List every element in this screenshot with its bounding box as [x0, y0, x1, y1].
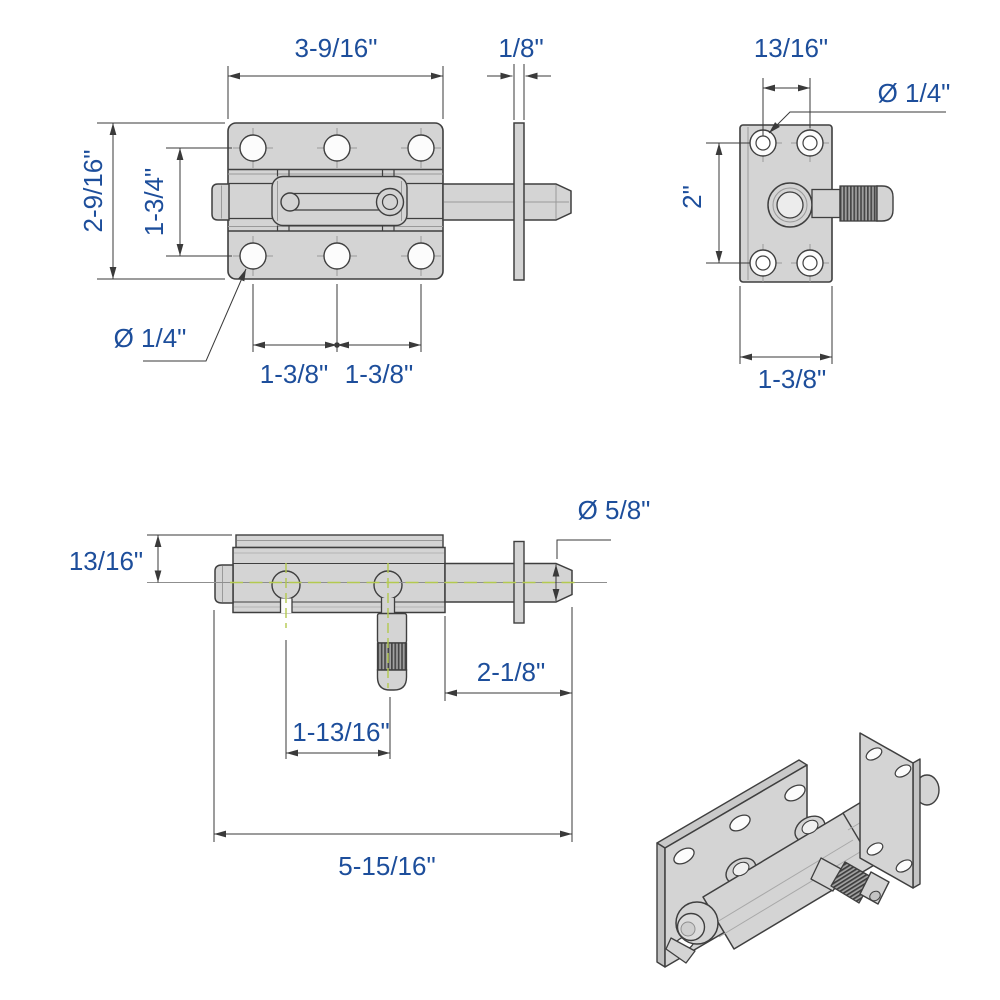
plate-edge-strip — [235, 534, 444, 549]
dim-front-height: 2-9/16" — [78, 150, 108, 233]
mounting-holes — [233, 128, 441, 276]
dim-notch-spacing: 1-13/16" — [292, 717, 389, 747]
bolt-boss — [767, 182, 813, 228]
top-view: 13/16" Ø 5/8" 2-1/8" 1-13/16" 5-15/16" — [69, 495, 651, 881]
iso-plate-side-edge — [656, 842, 666, 968]
bolt-channel — [228, 168, 443, 232]
bolt-tip-top — [214, 564, 234, 604]
dim-plate-to-center: 13/16" — [69, 546, 143, 576]
dim-end-hole-spacing-v: 2" — [677, 185, 707, 209]
centerlines — [147, 563, 607, 688]
dim-front-hole-dia: Ø 1/4" — [114, 323, 187, 353]
dim-bolt-extension: 2-1/8" — [477, 657, 546, 687]
knurled-knob-end — [811, 185, 894, 222]
iso-small-plate-edge — [912, 758, 921, 889]
bolt-shaft — [442, 183, 572, 221]
knob-boss — [375, 187, 405, 217]
bolt-tip — [211, 183, 230, 221]
dim-front-width: 3-9/16" — [295, 33, 378, 63]
iso-slot-tab — [665, 937, 696, 964]
top-dimensions — [147, 534, 611, 842]
dim-end-hole-spacing-h: 13/16" — [754, 33, 828, 63]
iso-small-plate-holes — [865, 747, 913, 873]
slide-pin — [280, 192, 300, 212]
dim-bolt-dia: Ø 5/8" — [578, 495, 651, 525]
end-mounting-holes — [744, 124, 829, 282]
front-dimensions — [97, 64, 551, 362]
end-dimensions — [706, 78, 946, 364]
dim-hole-spacing-left: 1-3/8" — [260, 359, 329, 389]
latch-body — [232, 546, 446, 614]
iso-bolt-tip — [675, 901, 719, 945]
end-view: 13/16" Ø 1/4" 2" 1-3/8" — [677, 33, 950, 394]
iso-knob — [810, 857, 890, 905]
slide-mechanism — [271, 169, 408, 231]
dim-overall-length: 5-15/16" — [338, 851, 435, 881]
front-view: 3-9/16" 1/8" 2-9/16" 1-3/4" Ø 1/4" 1-3/8… — [78, 33, 572, 389]
isometric-view — [656, 732, 940, 968]
knurled-knob-top — [376, 612, 408, 691]
dim-end-hole-dia: Ø 1/4" — [878, 78, 951, 108]
guide-plate-edge — [513, 122, 525, 281]
dim-hole-spacing-right: 1-3/8" — [345, 359, 414, 389]
dim-strike-thickness: 1/8" — [498, 33, 543, 63]
dim-end-plate-width: 1-3/8" — [758, 364, 827, 394]
dim-hole-row-spacing: 1-3/4" — [139, 168, 169, 237]
